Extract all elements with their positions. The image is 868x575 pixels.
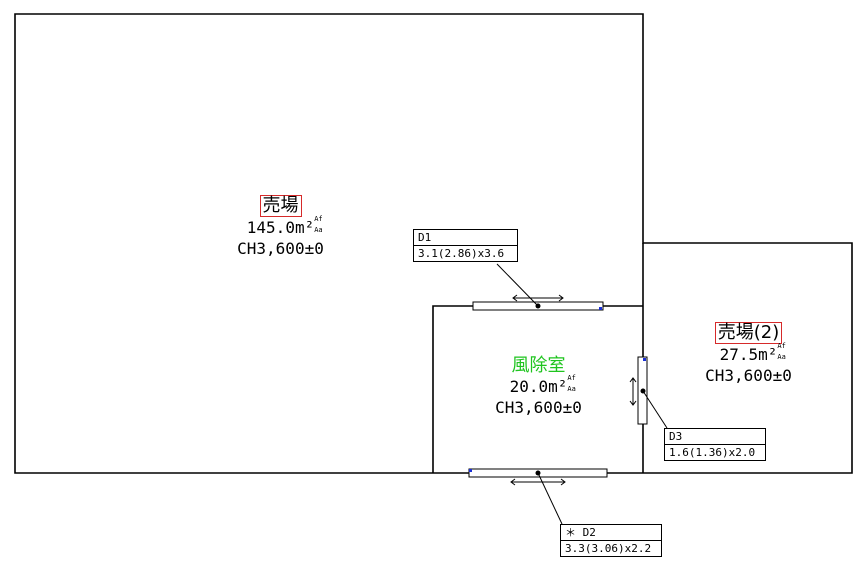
room-ceiling-height: CH3,600±0 xyxy=(237,239,324,258)
door-size: 3.1(2.86)x3.6 xyxy=(418,247,505,260)
door-d3 xyxy=(629,356,668,429)
room-ceiling-height: CH3,600±0 xyxy=(495,398,582,417)
door-size: 1.6(1.36)x2.0 xyxy=(669,446,756,459)
room-name: 売場(2) xyxy=(714,322,783,344)
wall-outline xyxy=(14,13,853,474)
room-name: 風除室 xyxy=(511,355,566,376)
door-tag-d3: D3 1.6(1.36)x2.0 xyxy=(664,428,766,461)
door-label: D3 xyxy=(665,429,765,445)
door-size: 3.3(3.06)x2.2 xyxy=(565,542,652,555)
room-ceiling-height: CH3,600±0 xyxy=(705,366,792,385)
door-label: ＊ D2 xyxy=(561,525,661,541)
door-tag-d2: ＊ D2 3.3(3.06)x2.2 xyxy=(560,524,662,557)
door-d1 xyxy=(472,263,604,311)
door-tag-d1: D1 3.1(2.86)x3.6 xyxy=(413,229,518,262)
room-name: 売場 xyxy=(259,195,302,217)
door-d2 xyxy=(468,468,608,525)
door-label: D1 xyxy=(414,230,517,246)
